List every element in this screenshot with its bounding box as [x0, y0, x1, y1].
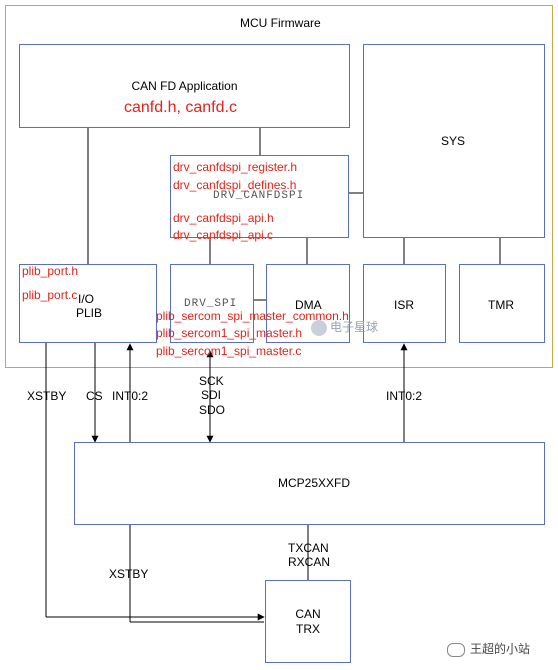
sys-label: SYS [441, 134, 466, 148]
dma-block [266, 264, 350, 343]
watermark-corner: 王超的小站 [447, 640, 530, 657]
signal-int0-2-right: INT0:2 [386, 389, 423, 403]
can-fd-application-title: CAN FD Application [131, 79, 238, 93]
wechat-icon [447, 642, 465, 657]
can-trx-block [265, 580, 351, 663]
watermark-logo-icon [311, 319, 327, 336]
watermark-center: 电子星球 [311, 318, 378, 336]
io-plib-file: plib_port.h [22, 264, 79, 278]
tmr-label: TMR [488, 298, 514, 312]
can-trx-label-line1: CAN [295, 607, 321, 621]
watermark-center-text: 电子星球 [330, 320, 379, 334]
can-trx-label-line2: TRX [296, 622, 320, 636]
drv-spi-file: plib_sercom1_spi_master.h [156, 326, 303, 340]
signal-xstby-bottom: XSTBY [109, 567, 149, 581]
dma-label: DMA [295, 298, 322, 312]
mcp25xxfd-block [74, 442, 545, 525]
can-fd-application-block [19, 44, 350, 128]
drv-canfdspi-file: drv_canfdspi_register.h [173, 160, 298, 174]
watermark-corner-text: 王超的小站 [470, 642, 531, 656]
isr-block [363, 264, 446, 343]
drv-spi-block [170, 264, 254, 343]
can-fd-application-files: canfd.h, canfd.c [124, 99, 237, 116]
sys-block [363, 44, 545, 238]
isr-label: ISR [394, 298, 415, 312]
signal-sck: SCK [199, 374, 224, 388]
signal-cs: CS [86, 389, 103, 403]
drv-canfdspi-file: drv_canfdspi_api.c [173, 228, 274, 242]
io-plib-file: plib_port.c [22, 288, 78, 302]
mcu-firmware-frame [5, 5, 553, 368]
drv-spi-file: plib_sercom_spi_master_common.h [156, 309, 349, 323]
mcp25xxfd-label: MCP25XXFD [278, 476, 351, 490]
signal-xstby-top: XSTBY [27, 389, 67, 403]
drv-canfdspi-file: drv_canfdspi_api.h [173, 211, 274, 225]
drv-canfdspi-file: drv_canfdspi_defines.h [173, 178, 297, 192]
signal-int0-2-left: INT0:2 [112, 389, 149, 403]
signal-sdi: SDI [201, 388, 222, 402]
io-plib-label-line1: I/O [78, 292, 95, 306]
io-plib-label-line2: PLIB [76, 306, 103, 320]
drv-canfdspi-block [170, 155, 349, 238]
mcu-firmware-title: MCU Firmware [240, 16, 321, 30]
drv-canfdspi-label: DRV_CANFDSPI [213, 190, 305, 202]
tmr-block [459, 264, 545, 343]
signal-rxcan: RXCAN [288, 555, 331, 569]
signal-sdo: SDO [199, 403, 226, 417]
drv-spi-file: plib_sercom1_spi_master.c [156, 344, 302, 358]
signal-txcan: TXCAN [288, 541, 329, 555]
drv-spi-label: DRV_SPI [184, 298, 238, 310]
io-plib-block [19, 264, 157, 343]
